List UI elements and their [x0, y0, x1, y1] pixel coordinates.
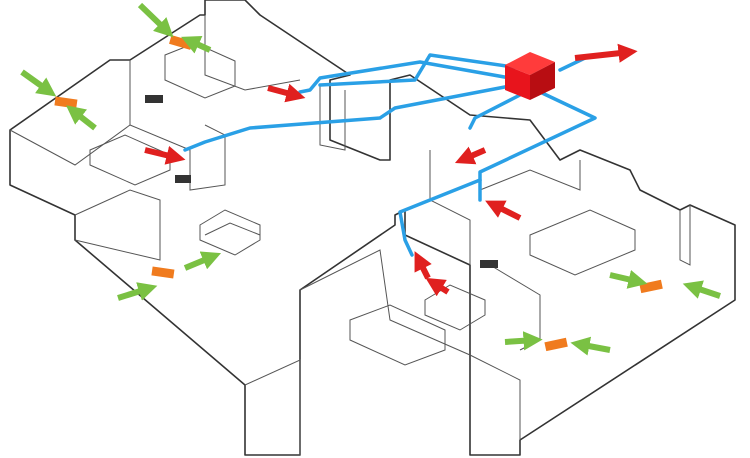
air-duct: [298, 60, 512, 94]
inner-wall: [479, 160, 581, 191]
inner-wall: [244, 359, 301, 455]
ac-unit: [175, 175, 191, 183]
fresh-air-arrow: [20, 69, 57, 97]
exhaust-air-arrow: [414, 251, 432, 280]
ac-unit: [480, 260, 498, 268]
ventilation-unit-side: [530, 62, 555, 100]
air-duct: [468, 93, 522, 130]
inner-wall: [299, 249, 471, 356]
inner-wall: [429, 150, 471, 265]
inner-wall: [9, 124, 226, 191]
exhaust-air-arrow: [454, 146, 487, 165]
fresh-air-arrow: [183, 251, 222, 271]
air-duct: [318, 53, 522, 87]
fresh-air-arrow: [570, 336, 611, 356]
fresh-air-arrow: [504, 331, 543, 351]
air-duct: [478, 90, 597, 202]
sofa: [424, 284, 486, 331]
ventilation-unit-top: [505, 52, 555, 75]
fresh-air-arrow: [181, 36, 212, 54]
fresh-air-arrow: [682, 280, 721, 299]
exhaust-air-arrow: [425, 277, 450, 297]
ventilation-unit: [505, 52, 555, 100]
fresh-air-arrow: [137, 2, 174, 38]
air-duct: [398, 178, 482, 257]
exhaust-air-arrow: [144, 145, 186, 165]
ac-unit: [145, 95, 163, 103]
bed: [89, 134, 171, 186]
bed: [349, 304, 446, 366]
sofa: [199, 209, 261, 256]
ventilation-unit-front: [505, 65, 530, 100]
inner-wall: [679, 205, 691, 266]
fresh-air-arrow: [117, 282, 158, 301]
bed: [529, 209, 636, 276]
fresh-air-arrow: [65, 105, 97, 131]
exhaust-air-arrow: [485, 200, 522, 221]
exhaust-air-arrow: [267, 83, 306, 103]
inner-wall: [469, 354, 521, 440]
airflow-arrows: [20, 2, 721, 356]
fresh-air-inlet-vent: [544, 337, 568, 352]
inner-wall: [74, 189, 161, 261]
exhaust-air-arrow: [574, 43, 638, 63]
fresh-air-inlet-vent: [151, 266, 175, 279]
air-duct: [183, 84, 512, 152]
fresh-air-arrow: [609, 270, 648, 289]
